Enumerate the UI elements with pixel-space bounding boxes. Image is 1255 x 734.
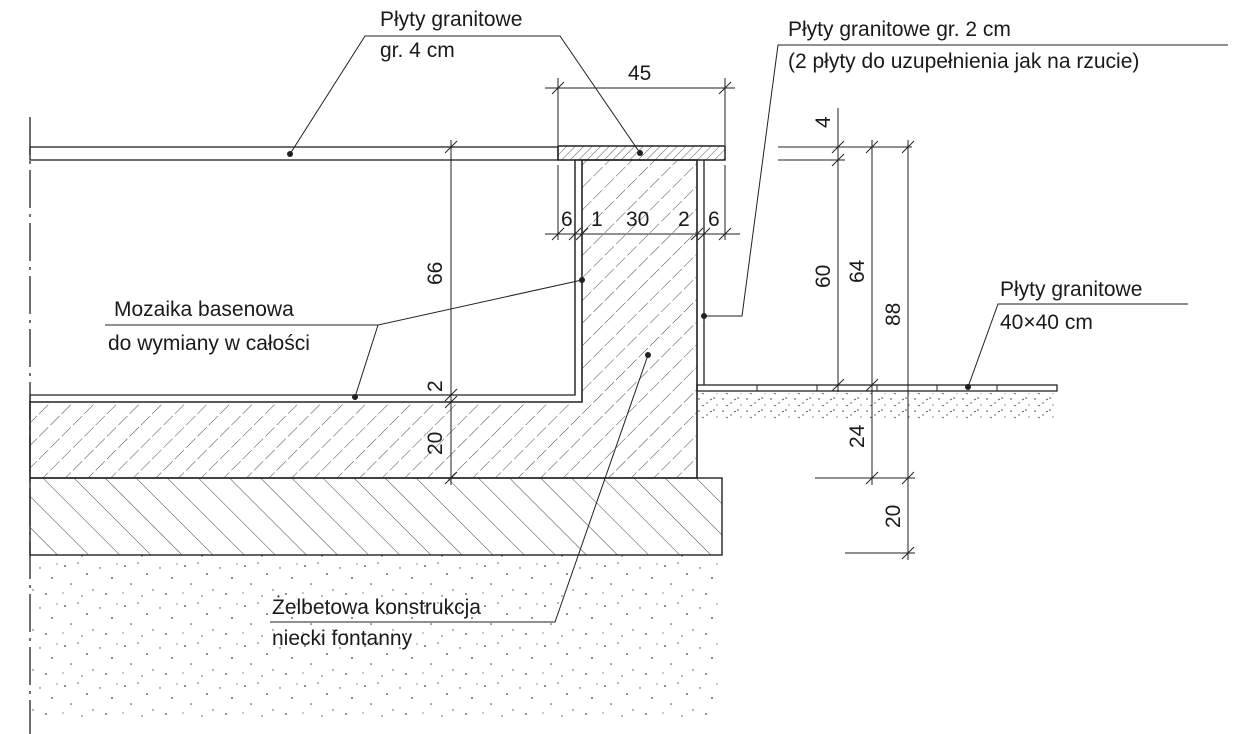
leader-lines (105, 35, 1228, 623)
label-mosaic-line1: Mozaika basenowa (114, 298, 294, 321)
sand-bedding (697, 393, 1057, 421)
dim-height-24: 24 (846, 424, 869, 448)
dim-mosaic-2: 2 (424, 380, 447, 392)
label-concrete-line1: Żelbetowa konstrukcja (272, 596, 481, 619)
dim-slab-20: 20 (424, 432, 447, 455)
label-ground-granite-line1: Płyty granitowe (1000, 278, 1142, 301)
dim-height-64: 64 (846, 259, 869, 283)
dimension-lines (444, 78, 915, 560)
label-top-granite-line1: Płyty granitowe (380, 8, 522, 31)
soil-fill (32, 555, 722, 720)
label-side-granite-line1: Płyty granitowe gr. 2 cm (788, 18, 1011, 41)
dim-coping-4: 4 (812, 116, 835, 128)
label-ground-granite-line2: 40×40 cm (1000, 311, 1093, 334)
label-top-granite-line2: gr. 4 cm (380, 39, 455, 62)
dim-coping-width: 45 (628, 62, 651, 85)
dim-depth-66: 66 (424, 262, 447, 285)
dim-height-60: 60 (812, 265, 835, 288)
dim-wall-1: 1 (591, 208, 603, 231)
leader-dots (287, 150, 971, 400)
foundation-footing (29, 477, 723, 556)
dim-height-88: 88 (882, 303, 905, 326)
dim-wall-2: 2 (678, 208, 690, 231)
dim-wall-30: 30 (626, 208, 649, 231)
top-granite-slab (29, 146, 559, 161)
dim-wall-6-right: 6 (708, 208, 720, 231)
dim-height-20-lower: 20 (882, 505, 905, 528)
label-mosaic-line2: do wymiany w całości (108, 332, 310, 355)
dim-wall-6-left: 6 (561, 208, 573, 231)
label-concrete-line2: niecki fontanny (272, 627, 413, 650)
mosaic-lining (29, 159, 582, 402)
label-side-granite-line2: (2 płyty do uzupełnienia jak na rzucie) (788, 50, 1139, 73)
